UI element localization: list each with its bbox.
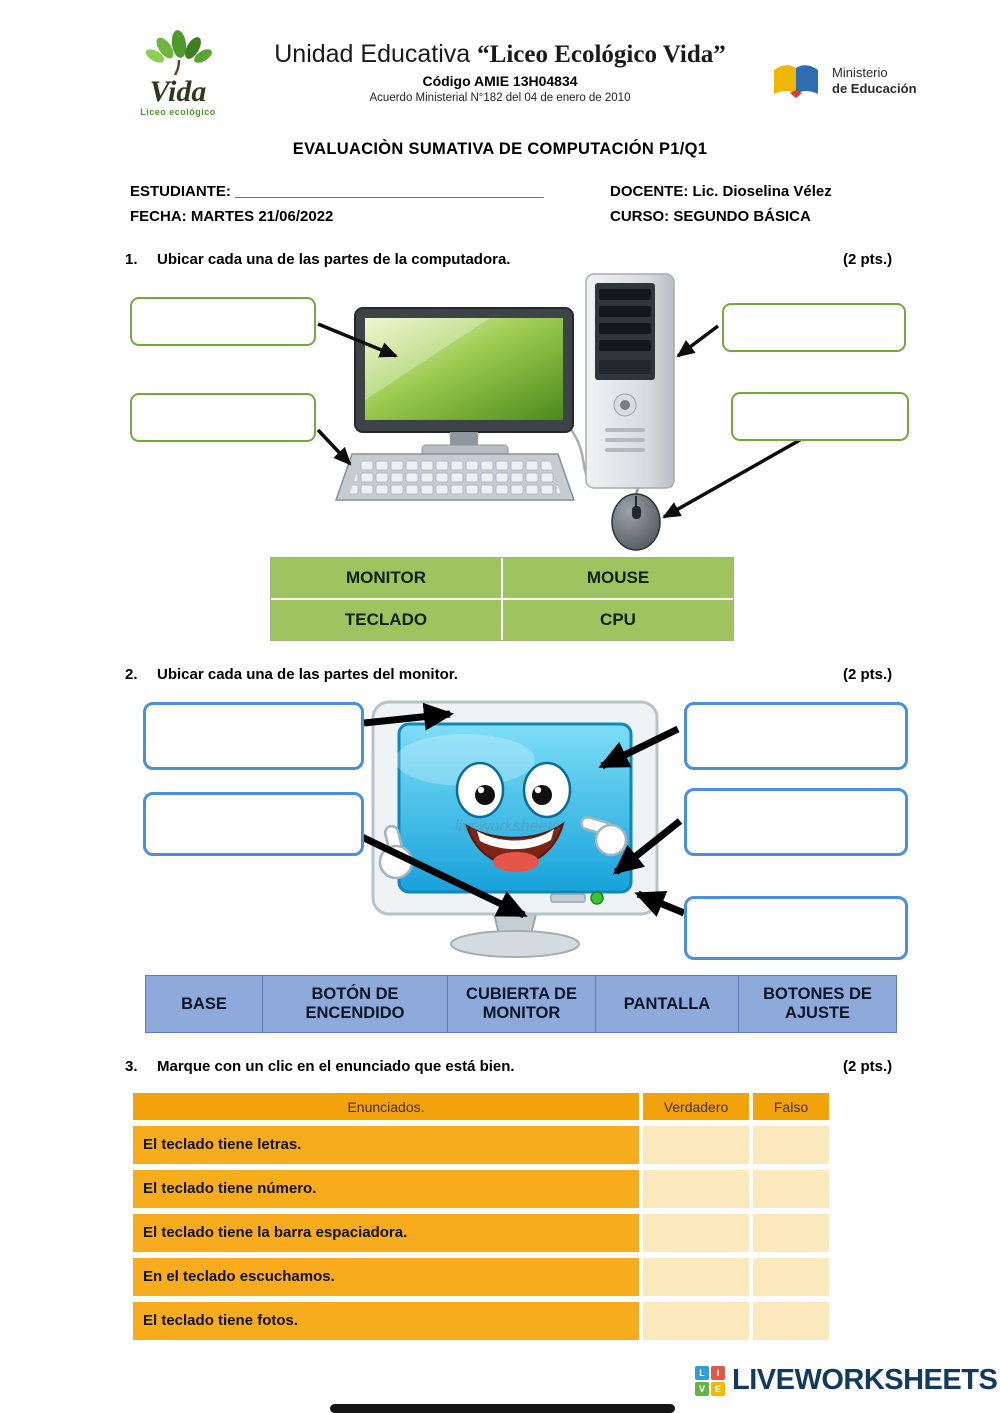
q3-row5-verdadero-cell[interactable] (643, 1302, 749, 1340)
school-name-prefix: Unidad Educativa (274, 40, 471, 68)
q3-row3-falso-cell[interactable] (753, 1214, 829, 1252)
q3-statement-1: El teclado tiene letras. (133, 1126, 639, 1164)
mouse-graphic (611, 493, 661, 551)
tree-logo-icon (145, 30, 212, 76)
q3-statement-5: El teclado tiene fotos. (133, 1302, 639, 1340)
q1-answer-box-2[interactable] (130, 393, 316, 442)
word-bank-cell-pantalla: PANTALLA (596, 976, 739, 1032)
docente-label: DOCENTE: Lic. Dioselina Vélez (610, 183, 832, 200)
lw-square-e: E (711, 1381, 725, 1396)
page-edge-bar (330, 1404, 675, 1413)
cartoon-controls (550, 891, 604, 905)
q3-points: (2 pts.) (843, 1058, 893, 1075)
curso-label: CURSO: SEGUNDO BÁSICA (610, 208, 811, 225)
word-bank-cell-cubierta: CUBIERTA DE MONITOR (448, 976, 596, 1032)
q2-word-bank: BASE BOTÓN DE ENCENDIDO CUBIERTA DE MONI… (145, 975, 897, 1033)
q2-answer-box-3[interactable] (684, 702, 908, 770)
q3-row3-verdadero-cell[interactable] (643, 1214, 749, 1252)
monitor-graphic (354, 307, 574, 457)
q2-answer-box-2[interactable] (143, 792, 364, 856)
q2-answer-box-4[interactable] (684, 788, 908, 856)
q3-statement-4: En el teclado escuchamos. (133, 1258, 639, 1296)
q3-row-5: El teclado tiene fotos. (133, 1302, 833, 1340)
ministry-book-icon (774, 65, 818, 98)
watermark: liveworksheets (455, 818, 560, 835)
school-code: Código AMIE 13H04834 (422, 73, 578, 89)
q1-prompt: Ubicar cada una de las partes de la comp… (157, 251, 511, 268)
q1-answer-box-3[interactable] (722, 303, 906, 352)
ministry-text: Ministerio de Educación (832, 65, 917, 96)
q3-number: 3. (125, 1058, 138, 1075)
q3-statement-3: El teclado tiene la barra espaciadora. (133, 1214, 639, 1252)
school-agreement: Acuerdo Ministerial N°182 del 04 de ener… (369, 92, 631, 104)
q3-header-falso: Falso (753, 1093, 829, 1120)
page-title: EVALUACIÒN SUMATIVA DE COMPUTACIÓN P1/Q1 (292, 140, 708, 158)
school-header: Unidad Educativa “Liceo Ecológico Vida” … (240, 40, 760, 104)
cartoon-stand (450, 909, 580, 958)
q3-row4-falso-cell[interactable] (753, 1258, 829, 1296)
word-bank-cell-mouse: MOUSE (503, 558, 733, 598)
computer-illustration (334, 273, 675, 551)
q2-prompt: Ubicar cada una de las partes del monito… (157, 666, 458, 683)
lw-square-l: L (695, 1365, 709, 1380)
q3-header-verdadero: Verdadero (643, 1093, 749, 1120)
word-bank-cell-boton-encendido: BOTÓN DE ENCENDIDO (263, 976, 448, 1032)
ministry-line2: de Educación (832, 81, 917, 96)
lw-square-v: V (695, 1381, 709, 1396)
keyboard-graphic (334, 453, 576, 501)
q3-row4-verdadero-cell[interactable] (643, 1258, 749, 1296)
liveworksheets-icon: L I V E (695, 1365, 725, 1396)
liveworksheets-brand[interactable]: L I V E LIVEWORKSHEETS (695, 1364, 998, 1397)
q2-answer-box-5[interactable] (684, 896, 908, 960)
word-bank-cell-base: BASE (146, 976, 263, 1032)
q1-word-bank: MONITOR MOUSE TECLADO CPU (270, 557, 734, 641)
q3-row-2: El teclado tiene número. (133, 1170, 833, 1208)
lw-square-i: I (711, 1365, 725, 1380)
school-name: Unidad Educativa “Liceo Ecológico Vida” (240, 40, 760, 69)
q3-table: Enunciados. Verdadero Falso El teclado t… (133, 1093, 833, 1346)
q3-row-3: El teclado tiene la barra espaciadora. (133, 1214, 833, 1252)
q3-row2-falso-cell[interactable] (753, 1170, 829, 1208)
q2-points: (2 pts.) (843, 666, 893, 683)
q3-header-enunciados: Enunciados. (133, 1093, 639, 1120)
school-logo-wordmark: Vida (149, 75, 207, 108)
ministry-logo: Ministerio de Educación (768, 60, 917, 102)
adjust-buttons-icon (550, 893, 586, 903)
q3-row1-verdadero-cell[interactable] (643, 1126, 749, 1164)
word-bank-cell-teclado: TECLADO (271, 600, 501, 640)
school-logo: Vida Liceo ecológico (128, 28, 228, 117)
cpu-graphic (585, 273, 675, 489)
q2-number: 2. (125, 666, 138, 683)
q3-row5-falso-cell[interactable] (753, 1302, 829, 1340)
fecha-label: FECHA: MARTES 21/06/2022 (130, 208, 334, 225)
q3-prompt: Marque con un clic en el enunciado que e… (157, 1058, 515, 1075)
q1-answer-box-1[interactable] (130, 297, 316, 346)
ministry-line1: Ministerio (832, 65, 888, 81)
school-name-quoted: “Liceo Ecológico Vida” (477, 41, 726, 68)
q1-points: (2 pts.) (843, 251, 893, 268)
q3-statement-2: El teclado tiene número. (133, 1170, 639, 1208)
word-bank-cell-botones-ajuste: BOTONES DE AJUSTE (739, 976, 896, 1032)
student-field[interactable]: ESTUDIANTE: ____________________________… (130, 183, 544, 200)
q3-row1-falso-cell[interactable] (753, 1126, 829, 1164)
q2-answer-box-1[interactable] (143, 702, 364, 770)
cartoon-monitor-body (371, 700, 659, 916)
word-bank-cell-cpu: CPU (503, 600, 733, 640)
q3-row2-verdadero-cell[interactable] (643, 1170, 749, 1208)
q3-header-row: Enunciados. Verdadero Falso (133, 1093, 833, 1120)
liveworksheets-wordmark: LIVEWORKSHEETS (732, 1364, 998, 1396)
power-button-icon (590, 891, 604, 905)
word-bank-cell-monitor: MONITOR (271, 558, 501, 598)
q1-answer-box-4[interactable] (731, 392, 909, 441)
q3-row-4: En el teclado escuchamos. (133, 1258, 833, 1296)
q1-number: 1. (125, 251, 138, 268)
school-logo-subtitle: Liceo ecológico (140, 107, 216, 117)
q3-row-1: El teclado tiene letras. (133, 1126, 833, 1164)
